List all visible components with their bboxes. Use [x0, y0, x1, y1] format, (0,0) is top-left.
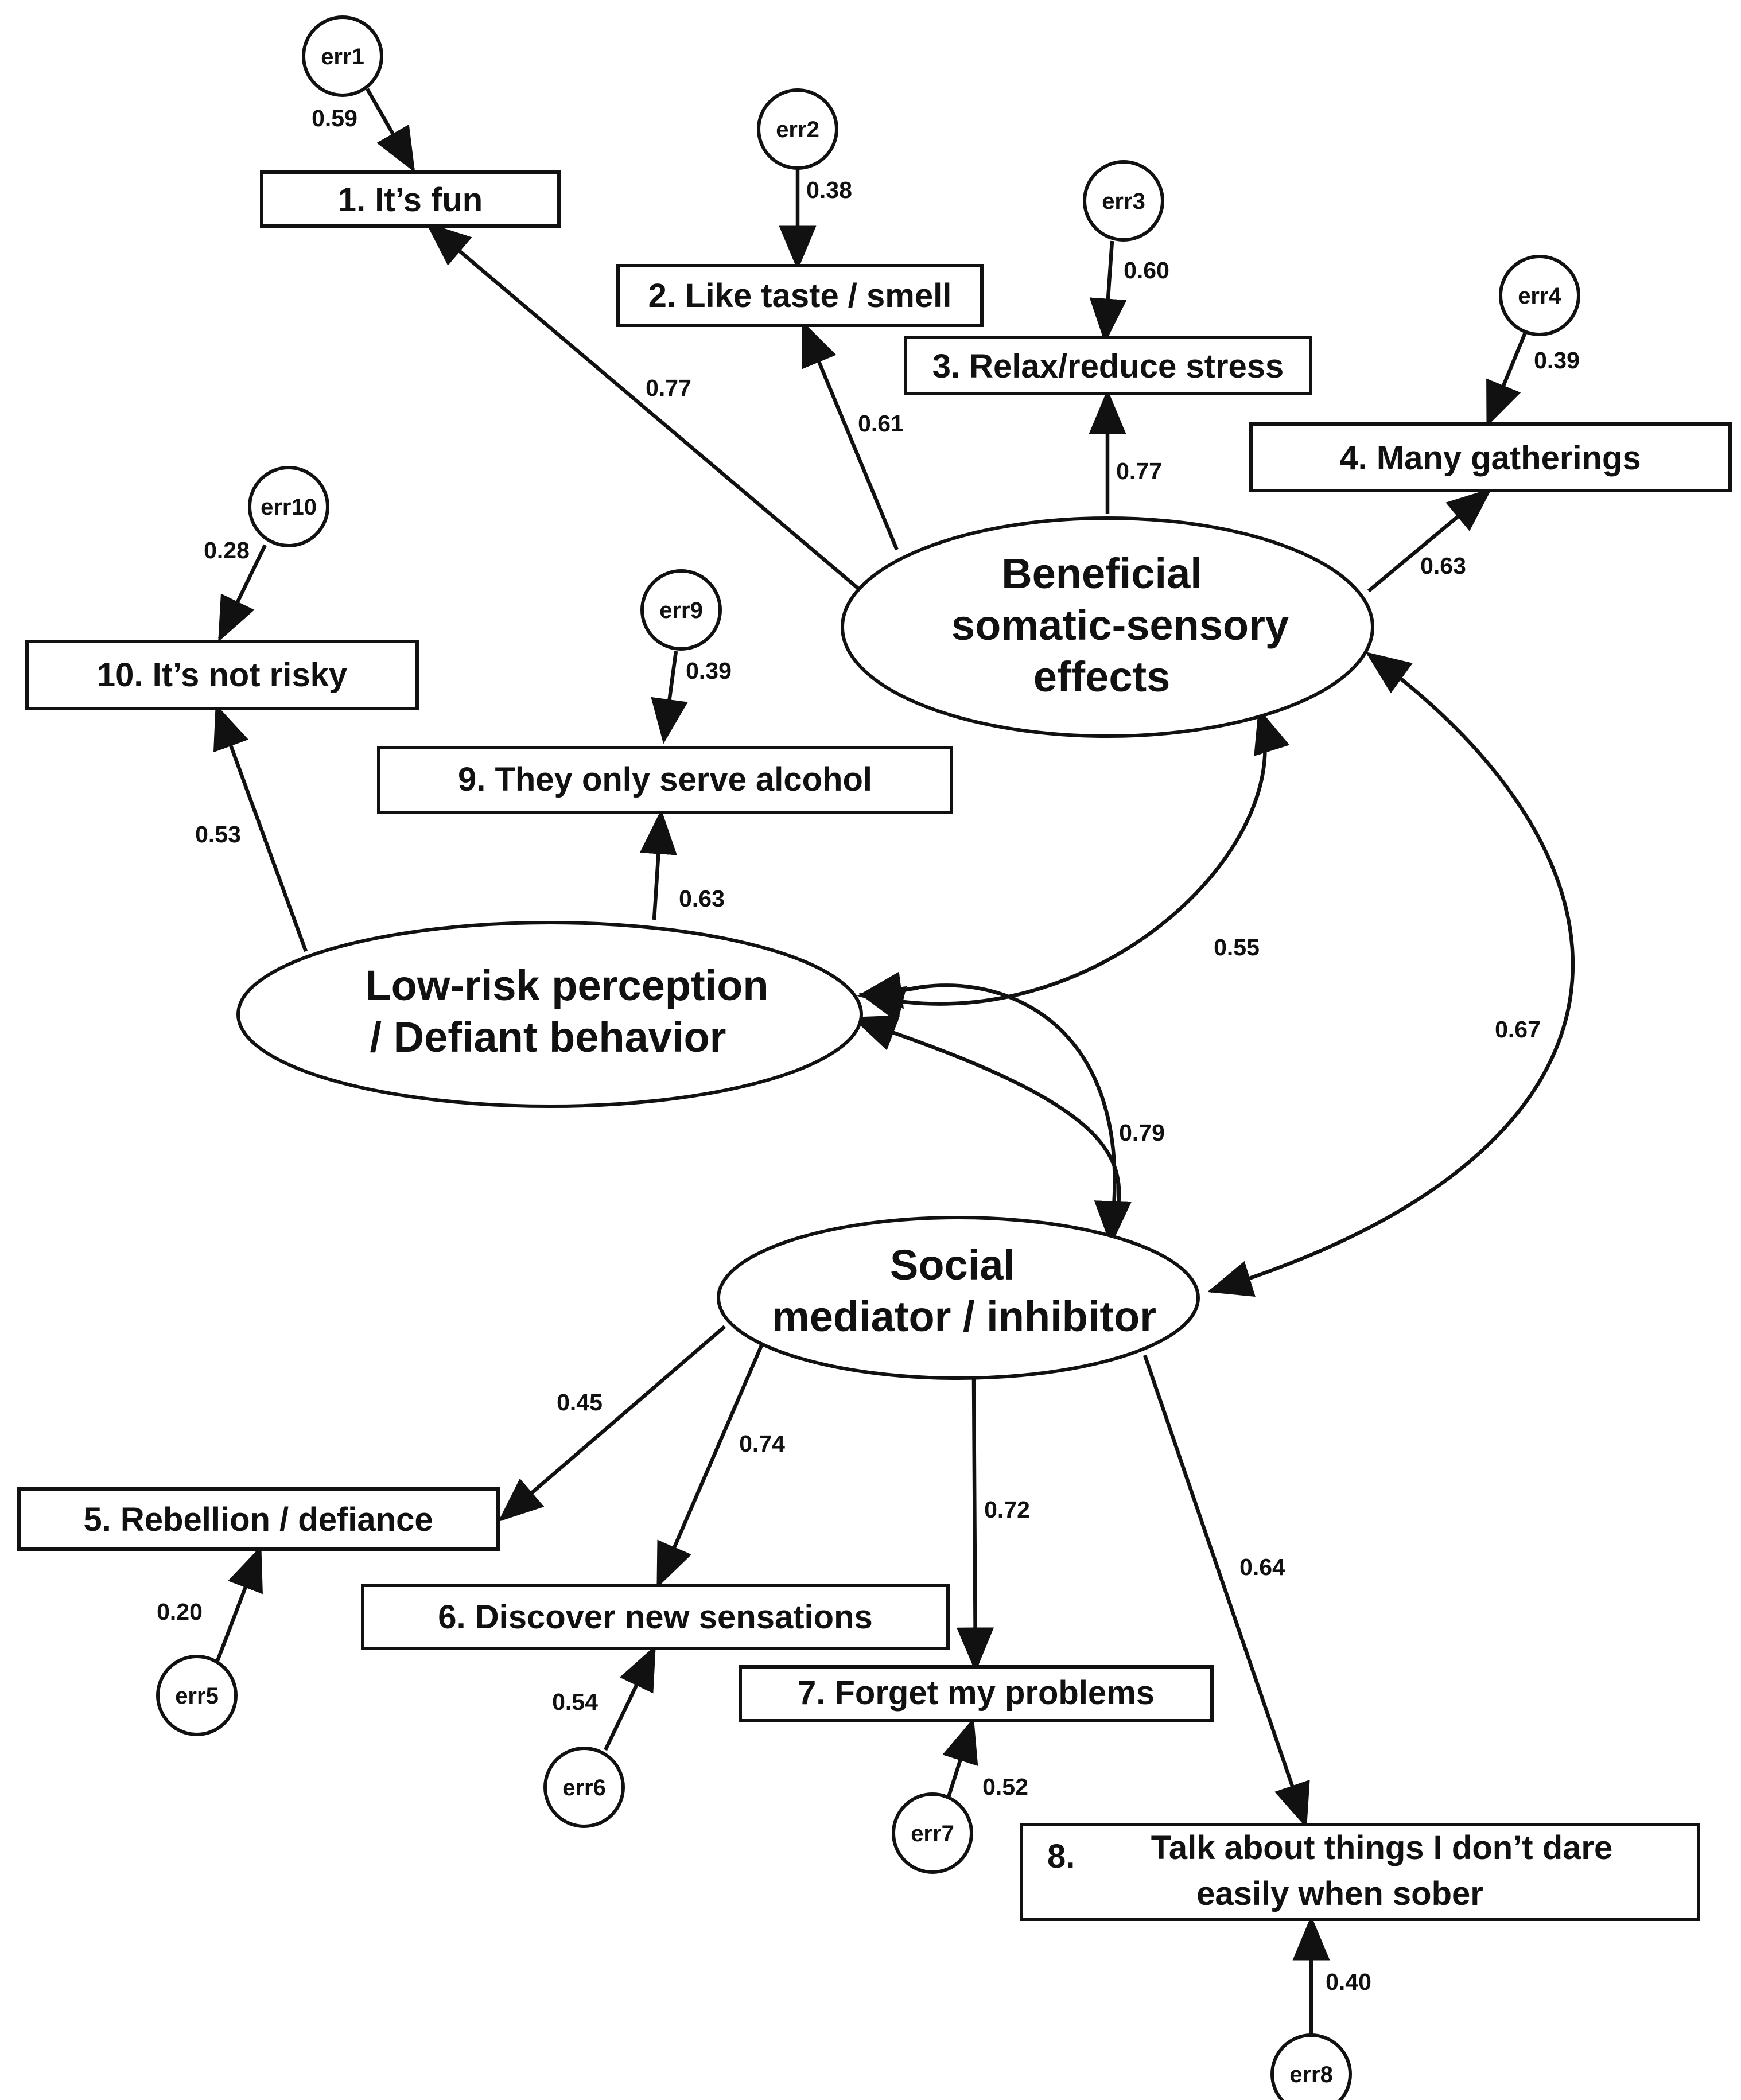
- item-7-box: [739, 1665, 1214, 1722]
- corr-label-beneficial-lowrisk: 0.55: [1214, 934, 1260, 960]
- item-10-box: [25, 640, 419, 710]
- err2-circle: [757, 88, 838, 170]
- item-3-label: 3. Relax/reduce stress: [932, 348, 1284, 385]
- path-err7-item7: [942, 1717, 978, 1799]
- loading-item3: 0.77: [1116, 458, 1162, 484]
- errpath-e2: 0.38: [806, 177, 852, 203]
- loading-item6: 0.74: [739, 1430, 785, 1457]
- errpath-e5: 0.20: [157, 1599, 203, 1625]
- item-9-label: 9. They only serve alcohol: [458, 761, 872, 798]
- corr-lowrisk-social: [856, 983, 1121, 1240]
- item-8-box: [1020, 1823, 1700, 1921]
- path-social-item8: [1142, 1354, 1310, 1829]
- item-5-box: [17, 1487, 500, 1551]
- corr-label-lowrisk-social: 0.79: [1119, 1119, 1165, 1146]
- path-beneficial-item2: [801, 320, 899, 551]
- corr-label-beneficial-social: 0.67: [1495, 1016, 1541, 1043]
- latent-beneficial-line3: effects: [1033, 653, 1171, 701]
- item-8-label-line1: Talk about things I don’t dare: [1151, 1829, 1613, 1866]
- item-8-number: 8.: [1047, 1838, 1075, 1875]
- item-1-label: 1. It’s fun: [338, 181, 483, 219]
- path-lowrisk-item9: [639, 809, 677, 920]
- errpath-e7: 0.52: [982, 1774, 1028, 1800]
- path-err1-item1: [366, 88, 415, 173]
- errpath-e6: 0.54: [552, 1689, 598, 1715]
- loading-item9: 0.63: [679, 885, 725, 912]
- err4-label: err4: [1518, 283, 1561, 309]
- corr-lowrisk-social-head-lowrisk-top: [857, 971, 919, 1009]
- item-9-box: [377, 746, 953, 814]
- corr-beneficial-social: [1207, 652, 1575, 1297]
- path-lowrisk-item10: [213, 703, 308, 952]
- path-err5-item5: [213, 1545, 263, 1668]
- item-5-label: 5. Rebellion / defiance: [83, 1501, 433, 1538]
- latent-social-line1: Social: [890, 1241, 1015, 1289]
- loading-item5: 0.45: [557, 1389, 603, 1415]
- errpath-e1: 0.59: [312, 105, 357, 131]
- loading-item4: 0.63: [1420, 553, 1466, 579]
- item-6-box: [361, 1584, 950, 1650]
- path-social-item7: [957, 1376, 994, 1673]
- loading-item10: 0.53: [195, 821, 241, 847]
- latent-beneficial-line1: Beneficial: [1001, 550, 1202, 597]
- err9-circle: [640, 569, 722, 651]
- latent-beneficial-line2: somatic-sensory: [951, 601, 1289, 649]
- errpath-e8: 0.40: [1326, 1969, 1371, 1995]
- latent-beneficial-ellipse: [841, 516, 1374, 738]
- err6-label: err6: [562, 1775, 606, 1800]
- path-err4-item4: [1486, 326, 1530, 427]
- errpath-e4: 0.39: [1534, 347, 1580, 374]
- item-2-label: 2. Like taste / smell: [648, 277, 952, 314]
- err8-label: err8: [1289, 2062, 1333, 2087]
- loading-item7: 0.72: [984, 1496, 1030, 1523]
- err3-circle: [1083, 160, 1164, 242]
- item-3-box: [904, 336, 1312, 395]
- errpath-e9: 0.39: [686, 658, 732, 684]
- item-1-box: [260, 170, 561, 228]
- err9-label: err9: [659, 598, 703, 623]
- path-social-item6: [656, 1344, 763, 1588]
- path-err3-item3: [1089, 240, 1127, 344]
- item-4-box: [1249, 422, 1732, 492]
- item-8-label-line2: easily when sober: [1196, 1875, 1483, 1912]
- err1-label: err1: [321, 44, 364, 69]
- err7-circle: [892, 1792, 973, 1874]
- path-social-item5: [498, 1325, 726, 1522]
- err1-circle: [302, 15, 383, 97]
- err10-circle: [248, 466, 329, 547]
- latent-social-line2: mediator / inhibitor: [772, 1293, 1156, 1340]
- item-7-label: 7. Forget my problems: [798, 1674, 1155, 1712]
- latent-lowrisk-line1: Low-risk perception: [365, 962, 768, 1009]
- err2-label: err2: [776, 117, 819, 142]
- path-err6-item6: [604, 1645, 656, 1751]
- err5-label: err5: [175, 1683, 219, 1709]
- loading-item8: 0.64: [1239, 1554, 1285, 1580]
- item-10-label: 10. It’s not risky: [97, 656, 347, 694]
- path-beneficial-item4: [1367, 488, 1492, 593]
- err8-circle: [1270, 2033, 1352, 2100]
- errpath-e10: 0.28: [204, 537, 250, 563]
- latent-social-ellipse: [717, 1216, 1200, 1380]
- item-6-label: 6. Discover new sensations: [438, 1599, 873, 1636]
- latent-lowrisk-line2: / Defiant behavior: [370, 1013, 726, 1061]
- latent-lowrisk-ellipse: [236, 921, 863, 1108]
- err5-circle: [156, 1655, 238, 1736]
- item-4-label: 4. Many gatherings: [1339, 440, 1641, 477]
- loading-item2: 0.61: [858, 410, 904, 437]
- errpath-e3: 0.60: [1124, 257, 1169, 283]
- path-beneficial-item1: [426, 222, 860, 590]
- err7-label: err7: [911, 1821, 954, 1846]
- err10-label: err10: [261, 495, 317, 520]
- path-err9-item9: [651, 651, 688, 744]
- item-2-box: [616, 264, 984, 327]
- err3-label: err3: [1102, 189, 1145, 214]
- path-err10-item10: [218, 544, 267, 642]
- err4-circle: [1499, 255, 1580, 336]
- err6-circle: [543, 1747, 625, 1828]
- loading-item1: 0.77: [646, 375, 691, 401]
